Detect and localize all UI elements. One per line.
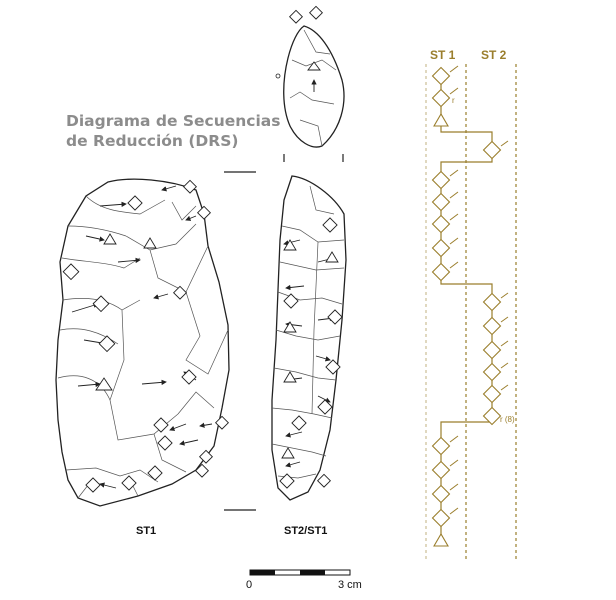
sequence-r-marker: r xyxy=(452,96,455,105)
st2-view-label: ST2/ST1 xyxy=(284,525,328,537)
st1-outline xyxy=(55,178,230,507)
sequence-col1-header: ST 1 xyxy=(430,48,456,62)
st1-view-label: ST1 xyxy=(136,525,157,537)
st2-symbols xyxy=(279,217,343,489)
st1-mark-3 xyxy=(143,237,157,249)
st1-edge-markers xyxy=(153,179,230,478)
scale-zero-label: 0 xyxy=(246,579,253,591)
sequence-ticks xyxy=(449,65,509,515)
st1-arrows xyxy=(71,201,199,489)
st1-mark-12 xyxy=(85,477,101,493)
st1-drawing xyxy=(55,178,230,507)
st1-mark-1 xyxy=(127,195,143,211)
title-line-2: de Reducción (DRS) xyxy=(66,132,239,150)
title-line-1: Diagrama de Secuencias xyxy=(66,112,281,130)
st1-symbols xyxy=(62,195,197,493)
st1-mark-9 xyxy=(153,417,169,433)
st1-mark-2 xyxy=(103,233,117,245)
st1-mark-8 xyxy=(181,369,197,385)
st2-arrows xyxy=(283,239,335,468)
sequence-col2-header: ST 2 xyxy=(481,48,507,62)
st1-mark-6 xyxy=(98,335,116,353)
sequence-nodes xyxy=(431,66,502,547)
st1-mark-11 xyxy=(121,475,137,491)
st1-mark-5 xyxy=(92,295,110,313)
top-view-drawing xyxy=(275,5,345,148)
st1-mark-4 xyxy=(62,263,80,281)
st1-mark-10 xyxy=(157,435,173,451)
st1-mark-7 xyxy=(95,377,113,391)
scale-bar xyxy=(249,569,351,576)
scale-end-label: 3 cm xyxy=(338,579,362,591)
st1-mark-13 xyxy=(147,465,163,481)
st2-drawing xyxy=(271,175,347,501)
view-brackets xyxy=(224,154,344,511)
figure-title: Diagrama de Secuencias de Reducción (DRS… xyxy=(66,111,286,151)
sequence-r8-marker: r (8) xyxy=(500,415,515,424)
